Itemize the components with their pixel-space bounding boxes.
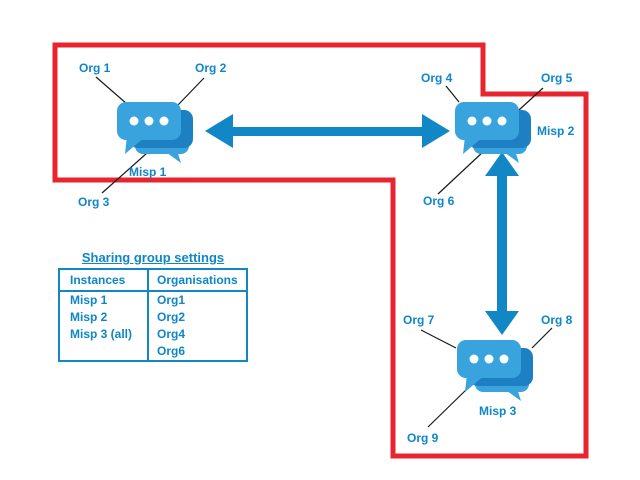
misp3-chat-icon <box>457 340 533 401</box>
instance-cell <box>59 343 148 361</box>
organisations-column-header: Organisations <box>147 269 247 292</box>
organisation-cell: Org6 <box>147 343 247 361</box>
org2-label: Org 2 <box>195 61 227 75</box>
misp2-label: Misp 2 <box>537 124 575 138</box>
org4-label: Org 4 <box>421 71 453 85</box>
org3-label: Org 3 <box>78 195 110 209</box>
sharing-group-settings-title: Sharing group settings <box>81 250 225 265</box>
organisation-cell: Org4 <box>147 326 247 343</box>
org6-label: Org 6 <box>423 194 455 208</box>
table-header-row: Instances Organisations <box>59 269 247 292</box>
org8-label: Org 8 <box>541 313 573 327</box>
sharing-boundary-outline <box>52 42 589 459</box>
table-row: Misp 2 Org2 <box>59 309 247 326</box>
organisation-cell: Org1 <box>147 291 247 309</box>
sync-arrow-misp1-misp2 <box>205 114 450 148</box>
misp1-label: Misp 1 <box>129 165 167 179</box>
connector-org1-misp1 <box>95 76 128 105</box>
org7-label: Org 7 <box>403 313 435 327</box>
connector-org7-misp3 <box>420 329 457 349</box>
table-row: Org6 <box>59 343 247 361</box>
connector-org5-misp2 <box>518 87 544 111</box>
instance-cell: Misp 1 <box>70 293 108 307</box>
misp2-chat-icon <box>455 102 531 163</box>
sharing-group-settings-table: Instances Organisations Misp 1 Org1 Misp… <box>58 268 248 362</box>
table-row: Misp 3 (all) Org4 <box>59 326 247 343</box>
misp3-label: Misp 3 <box>479 404 517 418</box>
table-row: Misp 1 Org1 <box>59 291 247 309</box>
org1-label: Org 1 <box>79 61 111 75</box>
instances-column-header: Instances <box>59 269 148 292</box>
connector-org6-misp2 <box>437 150 485 195</box>
sync-arrow-misp2-misp3 <box>485 152 519 335</box>
connector-org9-misp3 <box>427 387 469 428</box>
misp1-chat-icon <box>117 102 193 163</box>
instance-cell: Misp 3 (all) <box>70 327 133 341</box>
org-connector-lines <box>95 76 553 428</box>
connector-org2-misp1 <box>176 77 205 107</box>
connector-org8-misp3 <box>531 327 553 349</box>
org5-label: Org 5 <box>541 71 573 85</box>
organisation-cell: Org2 <box>147 309 247 326</box>
connector-org3-misp1 <box>101 152 148 194</box>
connector-org4-misp2 <box>445 85 460 103</box>
instance-cell: Misp 2 <box>70 310 108 324</box>
org9-label: Org 9 <box>407 431 439 445</box>
